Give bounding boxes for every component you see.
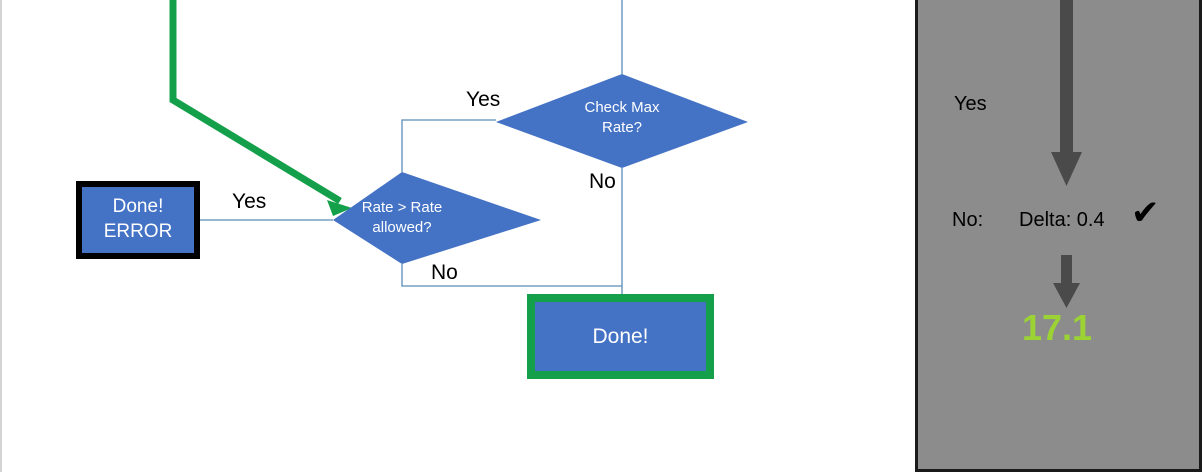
panel-yes-label: Yes bbox=[954, 93, 987, 115]
done-error-label: Done! ERROR bbox=[103, 196, 173, 242]
check-mark-icon: ✔ bbox=[1131, 194, 1160, 232]
panel-arrows bbox=[1051, 0, 1082, 308]
decision-rate-shape bbox=[333, 172, 541, 264]
status-panel: Yes No: Delta: 0.4 ✔ 17.1 bbox=[915, 0, 1202, 472]
connector-no-rate-to-done bbox=[401, 264, 622, 287]
done-label: Done! bbox=[592, 324, 649, 348]
edge-label-no-rate: No bbox=[431, 261, 458, 284]
panel-no-label: No: bbox=[952, 209, 984, 231]
arrow-short-down-icon bbox=[1053, 255, 1080, 308]
arrow-long-down-icon bbox=[1051, 0, 1082, 186]
edge-label-yes-maxrate: Yes bbox=[466, 88, 501, 111]
edge-label-yes-error: Yes bbox=[232, 190, 267, 213]
done-box[interactable]: Done! bbox=[527, 294, 714, 379]
decision-maxrate-shape bbox=[496, 74, 748, 168]
edge-label-no-maxrate: No bbox=[589, 170, 616, 193]
panel-delta-label: Delta: 0.4 bbox=[1019, 209, 1105, 231]
panel-result-value: 17.1 bbox=[1022, 307, 1093, 348]
decision-maxrate-label: Check Max Rate? bbox=[584, 99, 660, 136]
canvas-left-edge bbox=[0, 0, 2, 472]
highlight-path-arrowhead bbox=[327, 200, 352, 216]
flowchart-connectors bbox=[169, 0, 748, 294]
decision-rate-label: Rate > Rate allowed? bbox=[361, 199, 443, 236]
done-error-box[interactable]: Done! ERROR bbox=[76, 181, 200, 259]
connector-yes-maxrate-to-rate bbox=[401, 119, 496, 172]
highlight-path-green bbox=[169, 0, 342, 204]
